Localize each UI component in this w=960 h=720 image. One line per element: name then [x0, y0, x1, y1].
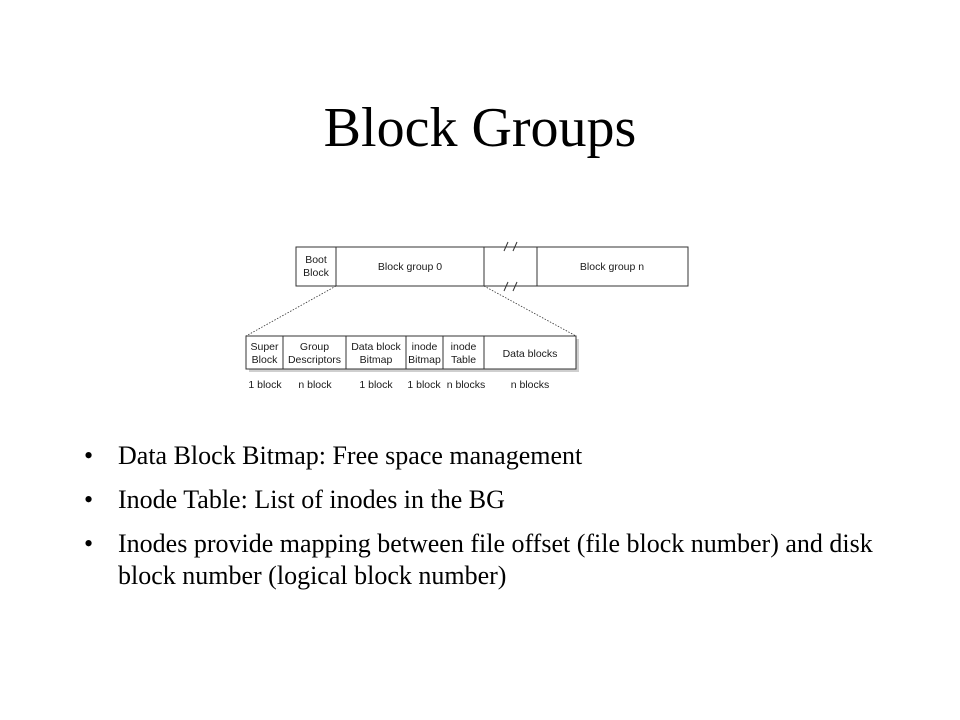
bullet-text: Inode Table: List of inodes in the BG — [118, 485, 505, 514]
block-group-diagram-svg: Boot Block Block group 0 Block group n — [245, 241, 689, 391]
block-group-0-label: Block group 0 — [378, 261, 442, 273]
group-descriptors-size: n block — [298, 379, 332, 391]
bullet-list: • Data Block Bitmap: Free space manageme… — [84, 440, 884, 604]
detail-frame — [245, 335, 577, 370]
bullet-text: Data Block Bitmap: Free space management — [118, 441, 583, 470]
block-group-n-label: Block group n — [580, 261, 644, 273]
boot-block-label-line2: Block — [303, 267, 329, 279]
bullet-marker: • — [84, 441, 94, 470]
block-group-0-box — [335, 246, 485, 287]
inode-bitmap-label-line1: inode — [412, 341, 438, 353]
expansion-line-right — [483, 285, 577, 337]
block-group-n-box — [536, 246, 689, 287]
data-blocks-size: n blocks — [511, 379, 550, 391]
break-mark — [512, 281, 518, 292]
inode-table-label-line2: Table — [451, 354, 476, 366]
data-block-bitmap-label-line1: Data block — [351, 341, 401, 353]
data-blocks-label: Data blocks — [503, 348, 558, 360]
break-mark — [503, 281, 509, 292]
expansion-line-left — [245, 285, 337, 337]
super-block-size: 1 block — [248, 379, 282, 391]
group-descriptors-label-line2: Descriptors — [288, 354, 341, 366]
inode-bitmap-label-line2: Bitmap — [408, 354, 441, 366]
inode-bitmap-size: 1 block — [407, 379, 441, 391]
break-mark — [503, 241, 509, 252]
bullet-text: Inodes provide mapping between file offs… — [118, 529, 873, 590]
disk-layout-row: Boot Block Block group 0 Block group n — [295, 241, 689, 292]
bullet-marker: • — [84, 529, 94, 558]
boot-block-box — [295, 246, 337, 287]
boot-block-label-line1: Boot — [305, 254, 327, 266]
bullet-item: • Inodes provide mapping between file of… — [84, 528, 884, 592]
data-block-bitmap-size: 1 block — [359, 379, 393, 391]
block-group-detail: Super Block Group Descriptors Data block… — [245, 335, 579, 372]
bullet-item: • Data Block Bitmap: Free space manageme… — [84, 440, 884, 472]
bullet-item: • Inode Table: List of inodes in the BG — [84, 484, 884, 516]
break-mark — [512, 241, 518, 252]
bullet-marker: • — [84, 485, 94, 514]
inode-table-label-line1: inode — [451, 341, 477, 353]
inode-table-size: n blocks — [447, 379, 486, 391]
super-block-label-line1: Super — [250, 341, 279, 353]
size-annotations: 1 block n block 1 block 1 block n blocks… — [248, 379, 549, 391]
slide-title: Block Groups — [323, 97, 637, 159]
group-descriptors-label-line1: Group — [300, 341, 329, 353]
data-block-bitmap-label-line2: Bitmap — [360, 354, 393, 366]
super-block-label-line2: Block — [252, 354, 278, 366]
block-group-diagram: Boot Block Block group 0 Block group n — [236, 232, 716, 404]
